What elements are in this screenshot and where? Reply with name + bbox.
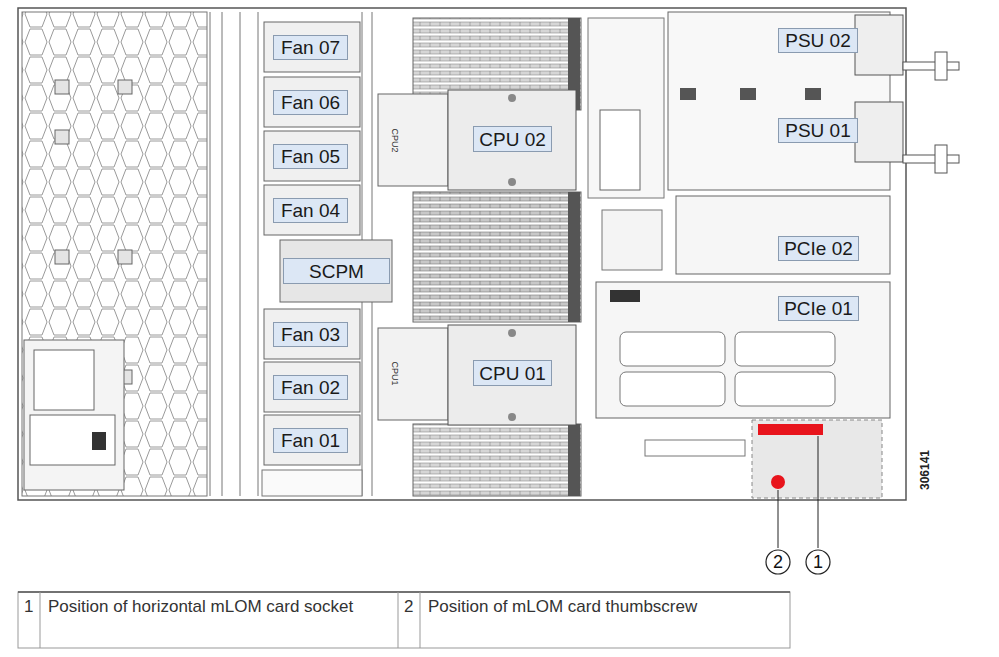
part-label-box: Fan 04 [273,198,348,223]
part-label-box: SCPM [283,258,390,284]
part-label-box: Fan 03 [273,322,348,347]
part-name: Fan 05 [281,147,340,166]
part-name: PCIe 01 [784,299,853,318]
figure-number: 306141 [919,450,931,490]
part-label-box: Fan 07 [273,35,348,60]
part-label-box: CPU 02 [473,126,552,152]
table-cell: Position of mLOM card thumbscrew [428,596,783,617]
part-label-box: PCIe 01 [778,296,859,321]
part-name: CPU 01 [479,364,546,383]
table-cell: 2 [404,598,413,615]
callout-number: 1 [813,553,823,571]
callout-number: 2 [773,553,783,571]
part-name: Fan 04 [281,201,340,220]
part-name: PSU 02 [785,31,850,50]
part-label-box: PCIe 02 [778,236,859,261]
part-label-box: PSU 02 [778,28,858,53]
part-label-box: CPU 01 [473,360,552,386]
part-name: PSU 01 [785,121,850,140]
part-name: CPU 02 [479,130,546,149]
part-name: Fan 03 [281,325,340,344]
part-name: Fan 07 [281,38,340,57]
part-name: Fan 01 [281,431,340,450]
part-label-box: PSU 01 [778,118,858,143]
chip-marking: CPU2 [390,128,399,152]
part-label-box: Fan 02 [273,375,348,400]
part-name: SCPM [309,262,364,281]
table-cell: 1 [24,598,33,615]
part-name: Fan 02 [281,378,340,397]
table-cell: Position of horizontal mLOM card socket [48,596,393,617]
part-label-box: Fan 06 [273,90,348,115]
part-label-box: Fan 01 [273,428,348,453]
chip-marking: CPU1 [390,361,399,385]
part-label-box: Fan 05 [273,144,348,169]
part-name: PCIe 02 [784,239,853,258]
part-name: Fan 06 [281,93,340,112]
